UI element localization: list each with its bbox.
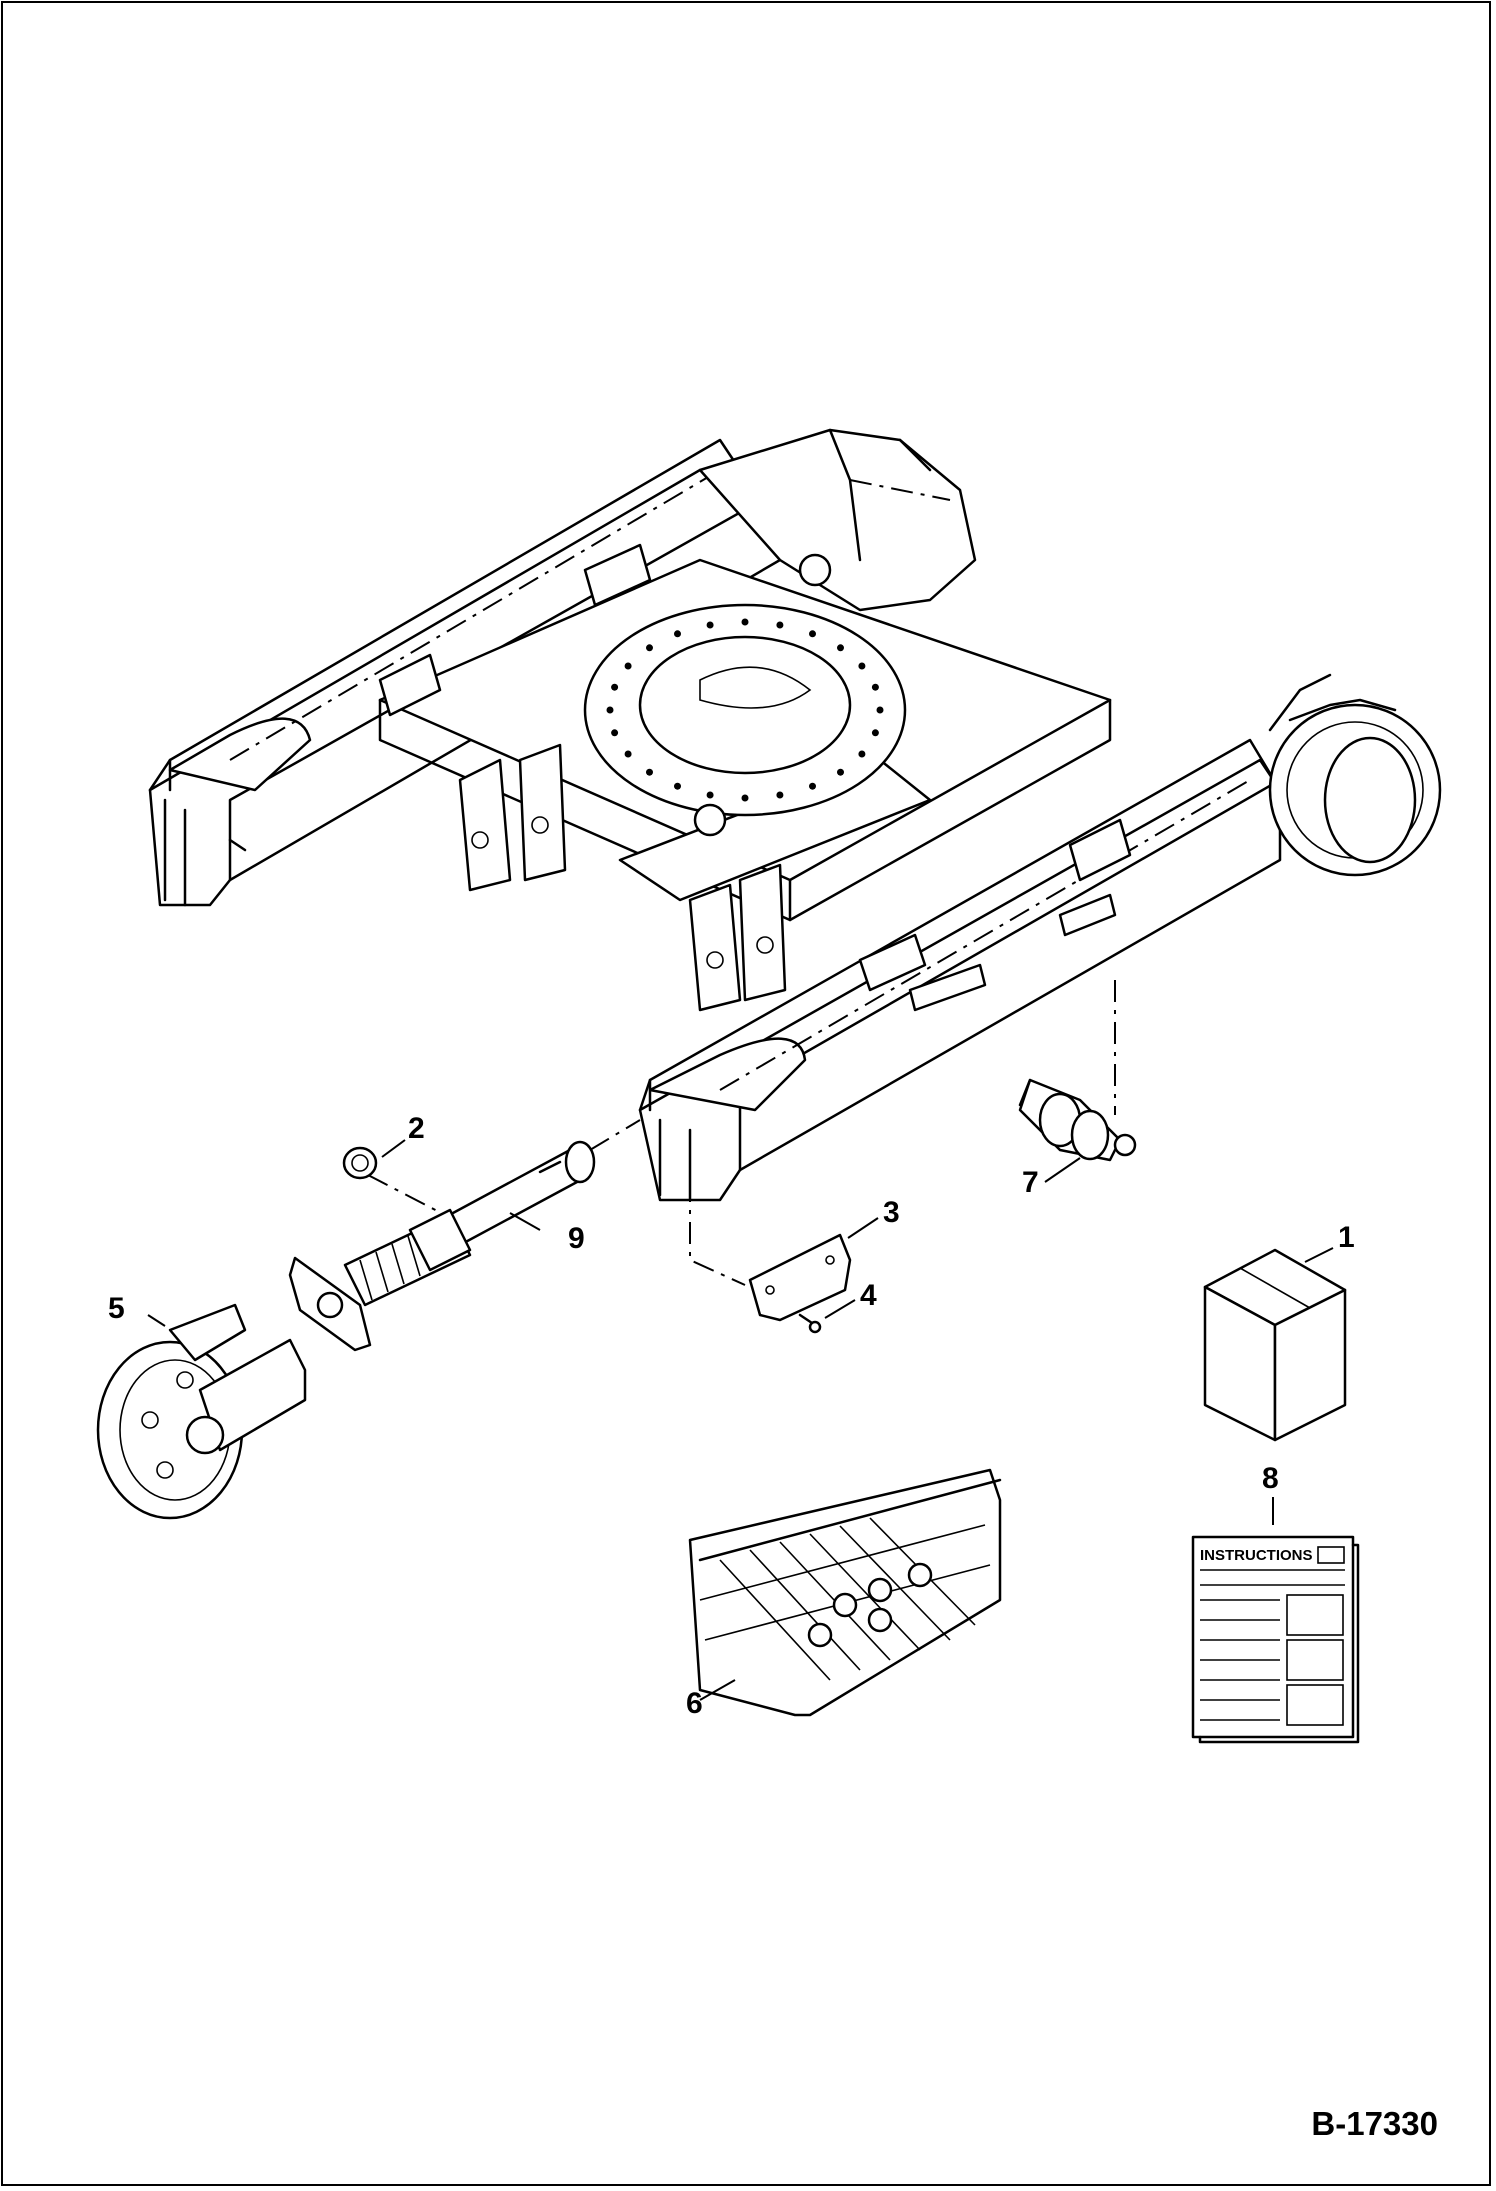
callout-9: 9 [568,1222,585,1255]
part-guard-plate [748,1233,852,1322]
figure-id: B-17330 [1311,2105,1438,2142]
bolt-hole [706,791,714,799]
part-track [688,1468,1002,1717]
bolt-hole [871,729,879,737]
bolt-hole [809,630,816,638]
bolt-hole [871,683,879,691]
callout-1: 1 [1338,1221,1355,1254]
part-kit-box [1203,1248,1347,1442]
bolt-hole [776,621,784,629]
bolt-hole [858,662,866,670]
undercarriage-frame [148,428,1442,1202]
callout-labels: 1 2 3 4 5 6 7 8 9 [108,1112,1355,1720]
bolt-hole [624,750,632,758]
bolt-hole [741,794,749,802]
assembly-line-9 [589,1119,641,1151]
part-washer [342,1146,378,1180]
bolt-hole [776,791,784,799]
bolt-hole [876,706,884,714]
part-front-idler [96,1303,307,1520]
callout-2: 2 [408,1112,425,1145]
callout-7: 7 [1022,1166,1039,1199]
bolt-hole [646,768,653,776]
bolt-hole [706,621,714,629]
callout-leaders [147,1139,1334,1701]
part-track-roller [1018,1078,1137,1162]
instructions-header: INSTRUCTIONS [1200,1547,1313,1564]
callout-8: 8 [1262,1462,1279,1495]
bolt-hole [837,768,844,776]
bolt-hole [674,782,681,790]
bolt-hole [606,706,614,714]
bolt-hole [674,630,681,638]
bolt-hole [858,750,866,758]
bolt-hole [611,729,619,737]
part-track-adjuster [288,1140,596,1352]
swing-bearing-ring [583,603,907,817]
bolt-hole [837,644,844,652]
bolt-hole [624,662,632,670]
bolt-hole [809,782,816,790]
callout-5: 5 [108,1292,125,1325]
bolt-hole [611,683,619,691]
callout-6: 6 [686,1687,703,1720]
callout-4: 4 [860,1279,877,1312]
part-bolt [798,1313,822,1334]
part-instruction-sheet: INSTRUCTIONS [1191,1535,1360,1744]
assembly-line-2 [367,1174,446,1216]
callout-3: 3 [883,1196,900,1229]
bolt-holes [606,618,884,802]
drive-sprocket [1268,673,1442,877]
bolt-hole [646,644,653,652]
bolt-hole [741,618,749,626]
